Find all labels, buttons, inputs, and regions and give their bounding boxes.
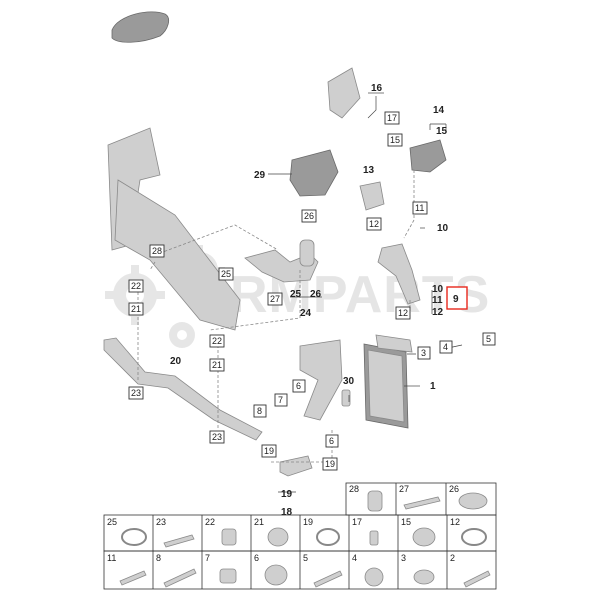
svg-text:4: 4 [443,342,448,352]
svg-text:6: 6 [296,381,301,391]
plain-callouts: 16 14 15 29 13 10 10 11 12 24 25 26 20 3… [170,83,449,518]
callout-12: 12 [432,307,444,318]
box-callout-21a: 21 [128,302,144,316]
box-callout-22b: 22 [209,334,225,348]
svg-text:21: 21 [131,304,141,314]
svg-text:11: 11 [415,203,424,213]
thumb-15: 15 [401,517,411,527]
thumb-3: 3 [401,553,406,563]
callout-10a: 10 [437,223,449,234]
box-callout-12: 12 [366,217,382,231]
box-callout-9-highlighted: 9 [446,286,468,310]
callout-25: 25 [290,289,302,300]
svg-text:23: 23 [131,388,141,398]
callout-14: 14 [433,105,445,116]
svg-text:27: 27 [270,294,280,304]
thumb-23: 23 [156,517,166,527]
callout-19: 19 [281,489,293,500]
callout-24: 24 [300,308,312,319]
leader-lines [268,92,463,493]
svg-text:28: 28 [152,246,162,256]
svg-text:8: 8 [257,406,262,416]
svg-text:22: 22 [212,336,222,346]
callout-11: 11 [432,295,443,306]
box-callout-23a: 23 [128,386,144,400]
callout-15: 15 [436,126,448,137]
callout-20: 20 [170,356,182,367]
svg-text:3: 3 [421,348,426,358]
parts-drawings [103,67,447,477]
box-callout-4: 4 [439,340,453,354]
box-callout-12b: 12 [395,306,411,320]
thumb-17: 17 [352,517,362,527]
svg-text:7: 7 [278,395,283,405]
thumb-27: 27 [399,484,409,494]
thumb-21: 21 [254,517,264,527]
vehicle-silhouette-icon [111,11,170,43]
box-callout-17: 17 [384,111,400,125]
parts-thumbnail-grid: 28 27 26 25 23 22 21 19 17 15 12 [103,482,497,590]
box-callout-21b: 21 [209,358,225,372]
svg-text:5: 5 [486,334,491,344]
thumbnail-row-2: 25 23 22 21 19 17 15 12 [103,514,497,552]
thumb-11: 11 [107,553,116,563]
box-callout-8: 8 [253,404,267,418]
svg-text:17: 17 [387,113,397,123]
box-callout-22a: 22 [128,279,144,293]
svg-text:19: 19 [264,446,274,456]
svg-text:19: 19 [325,459,335,469]
callout-10b: 10 [432,284,444,295]
box-callout-6b: 6 [325,434,339,448]
svg-text:26: 26 [304,211,314,221]
thumb-4: 4 [352,553,357,563]
box-callout-15: 15 [387,133,403,147]
thumbnail-row-1: 28 27 26 [345,482,497,516]
thumb-7: 7 [205,553,210,563]
svg-text:9: 9 [453,294,459,305]
thumb-8: 8 [156,553,161,563]
callout-29: 29 [254,170,266,181]
callout-26: 26 [310,289,322,300]
thumb-26: 26 [449,484,459,494]
box-callout-26: 26 [301,209,317,223]
thumb-28: 28 [349,484,359,494]
svg-text:22: 22 [131,281,141,291]
svg-text:15: 15 [390,135,400,145]
callout-18: 18 [281,507,293,518]
box-callout-25: 25 [218,267,234,281]
box-callout-19b: 19 [322,457,338,471]
svg-text:25: 25 [221,269,231,279]
box-callout-23b: 23 [209,430,225,444]
callout-16: 16 [371,83,383,94]
callout-1: 1 [430,381,436,392]
callout-13: 13 [363,165,375,176]
box-callout-27: 27 [267,292,283,306]
callout-30: 30 [343,376,355,387]
svg-text:23: 23 [212,432,222,442]
svg-text:6: 6 [329,436,334,446]
svg-text:12: 12 [398,308,408,318]
svg-text:12: 12 [369,219,379,229]
boxed-callouts: 17 15 12 26 11 28 27 25 22 21 22 21 23 2… [128,111,496,471]
thumb-25: 25 [107,517,117,527]
box-callout-3: 3 [417,346,431,360]
thumb-12: 12 [450,517,460,527]
box-callout-19a: 19 [261,444,277,458]
box-callout-11: 11 [412,201,428,215]
svg-text:21: 21 [212,360,222,370]
box-callout-6a: 6 [292,379,306,393]
thumb-5: 5 [303,553,308,563]
box-callout-5: 5 [482,332,496,346]
thumb-2: 2 [450,553,455,563]
thumb-6: 6 [254,553,259,563]
box-callout-7: 7 [274,393,288,407]
thumb-22: 22 [205,517,215,527]
thumbnail-row-3: 11 8 7 6 5 4 3 2 [103,550,497,590]
thumb-19: 19 [303,517,313,527]
box-callout-28: 28 [149,244,165,258]
